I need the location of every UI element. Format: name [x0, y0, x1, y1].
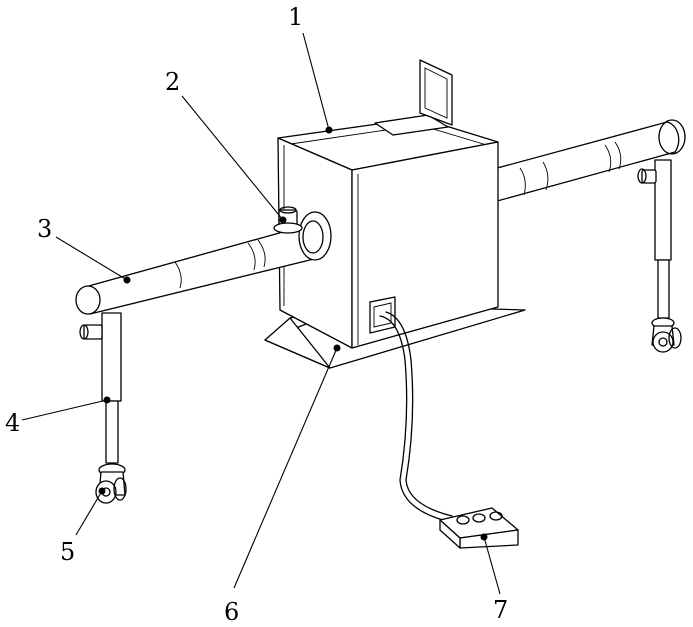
label-2: 2	[165, 68, 180, 96]
cable-and-remote	[369, 296, 519, 549]
right-rail	[489, 119, 686, 204]
main-box	[277, 59, 499, 349]
label-1: 1	[288, 3, 303, 31]
left-leg	[79, 312, 127, 504]
label-3: 3	[37, 215, 52, 243]
leaders	[21, 32, 501, 595]
right-leg	[637, 159, 682, 353]
label-6: 6	[224, 598, 239, 626]
label-7: 7	[493, 596, 508, 624]
label-5: 5	[60, 538, 75, 566]
left-rail	[75, 206, 332, 315]
label-4: 4	[5, 409, 20, 437]
